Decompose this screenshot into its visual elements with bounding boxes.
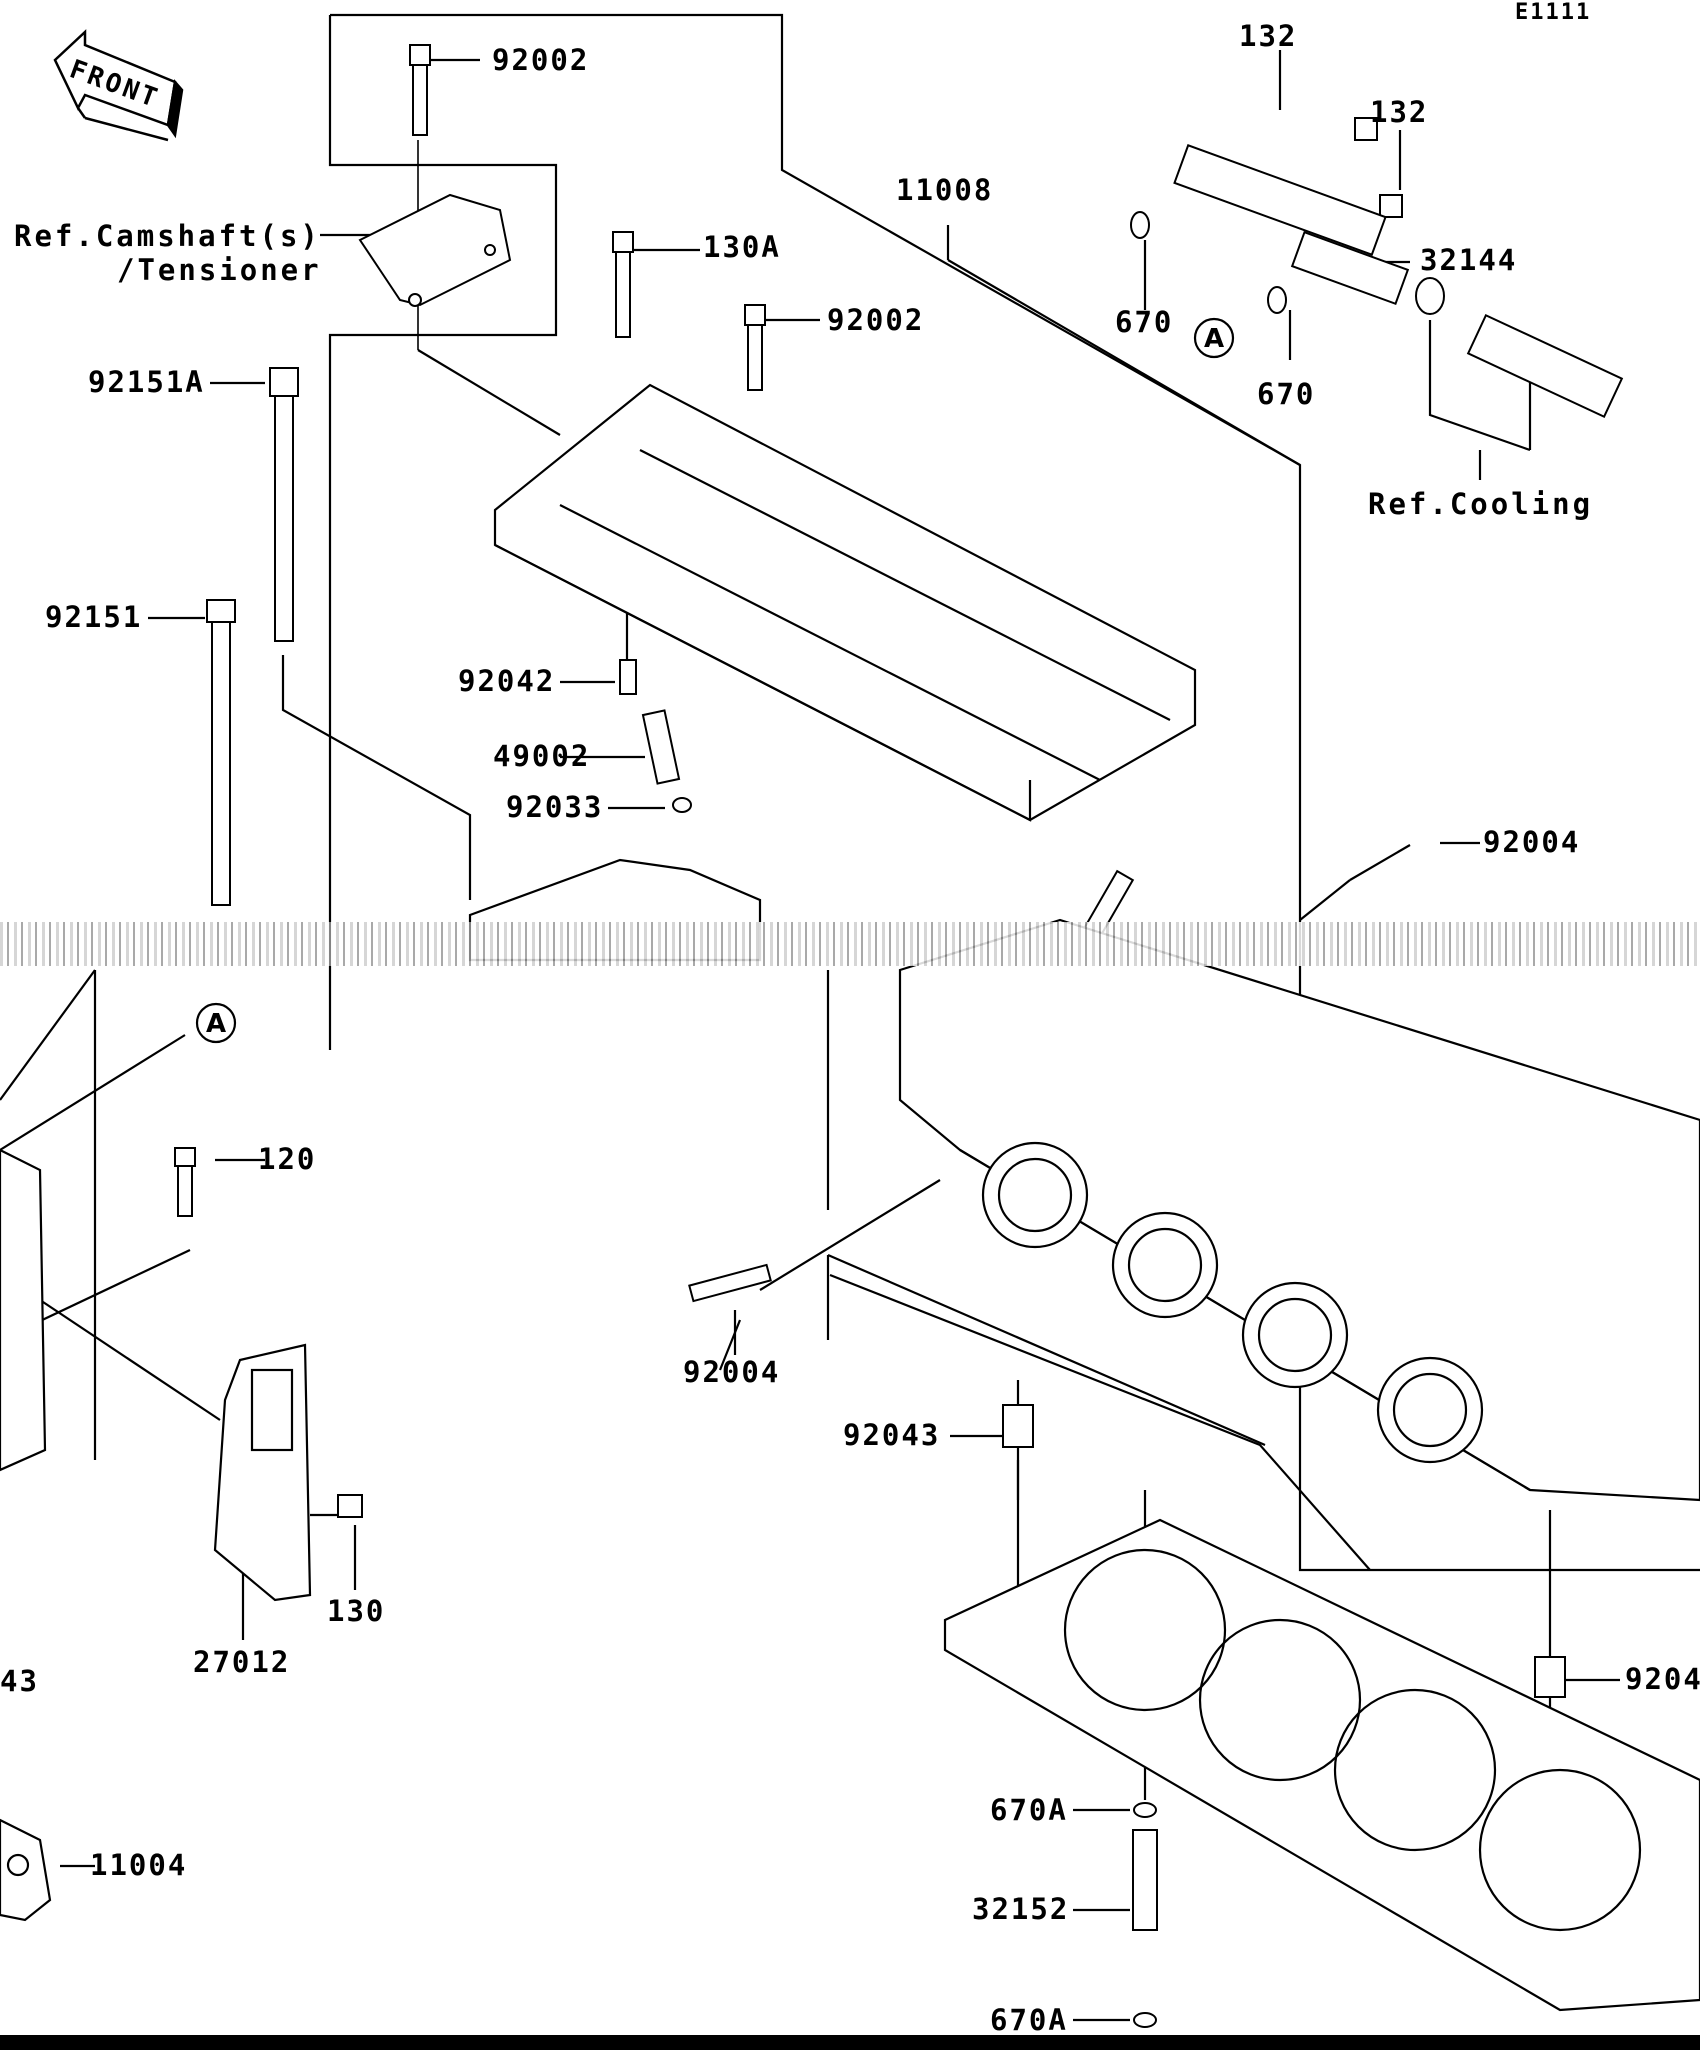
part-92043: 92043 (843, 1418, 941, 1452)
part-130: 130 (327, 1594, 386, 1628)
part-670A-bottom: 670A (990, 2003, 1068, 2037)
part-130A: 130A (703, 230, 781, 264)
part-92004-right: 92004 (1483, 825, 1581, 859)
part-49002: 49002 (493, 739, 591, 773)
bracket-frame-camshaft (330, 13, 1700, 1572)
bracket-frame-inner (328, 15, 558, 1050)
part-92151A: 92151A (88, 365, 205, 399)
bottom-border (0, 2035, 1700, 2050)
cylinder-head-drawing (898, 918, 1700, 1502)
water-pipe-drawing (1173, 144, 1624, 419)
ref-cooling: Ref.Cooling (1368, 487, 1594, 521)
front-arrow-icon (53, 29, 184, 142)
part-43-cut: 43 (0, 1664, 39, 1698)
part-670A-top: 670A (990, 1793, 1068, 1827)
part-670-b: 670 (1257, 377, 1316, 411)
part-92002-mid: 92002 (827, 303, 925, 337)
part-92151: 92151 (45, 600, 143, 634)
part-92033: 92033 (506, 790, 604, 824)
part-92004-left: 92004 (683, 1355, 781, 1389)
ref-camshaft-line2: /Tensioner (117, 253, 322, 287)
part-32144: 32144 (1420, 243, 1518, 277)
cam-cap-drawing (493, 383, 1197, 822)
part-132-a: 132 (1239, 19, 1298, 53)
scan-noise-band (0, 922, 1700, 966)
bolts (174, 44, 1566, 1931)
callout-a-label-left: A (206, 1009, 226, 1039)
ref-camshaft-line1: Ref.Camshaft(s) (14, 219, 321, 253)
camshaft-cap-drawing (358, 193, 512, 307)
gasket-fragment-drawing (0, 1818, 52, 1922)
part-32152: 32152 (972, 1892, 1070, 1926)
part-670-a: 670 (1115, 305, 1174, 339)
part-11008: 11008 (896, 173, 994, 207)
part-27012: 27012 (193, 1645, 291, 1679)
callout-a-label-top: A (1204, 324, 1224, 354)
callout-a-icon-left (195, 1002, 237, 1044)
part-120: 120 (258, 1142, 317, 1176)
diagram-code: E1111 (1515, 0, 1592, 25)
part-92002-top: 92002 (492, 43, 590, 77)
head-gasket-drawing (943, 1518, 1700, 2012)
part-92042: 92042 (458, 664, 556, 698)
bracket-drawing (213, 1343, 312, 1602)
part-11004: 11004 (90, 1848, 188, 1882)
part-9204-cut: 9204 (1625, 1662, 1700, 1696)
part-132-b: 132 (1370, 95, 1429, 129)
callout-a-icon (1193, 317, 1235, 359)
